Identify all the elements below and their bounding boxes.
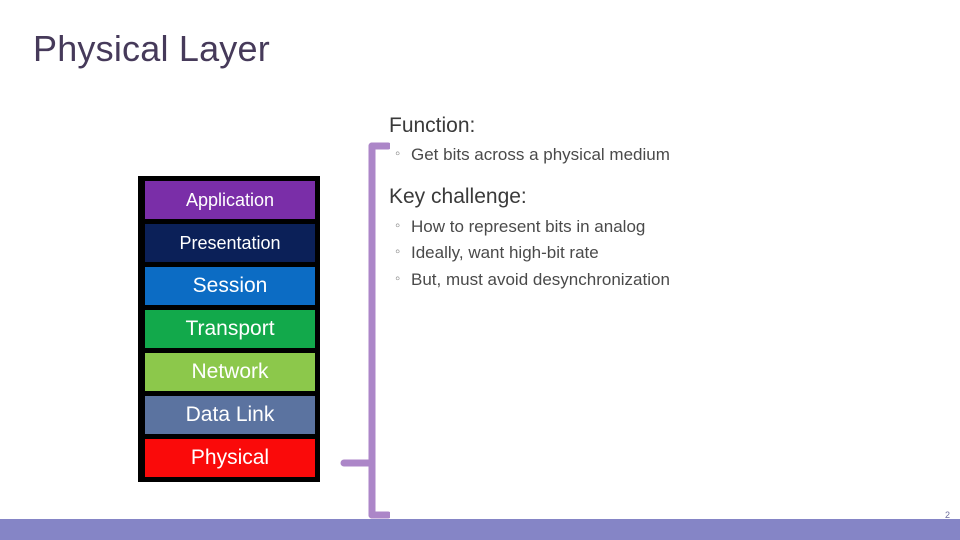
section-key-challenge: Key challenge: How to represent bits in … bbox=[389, 183, 934, 293]
osi-layer-presentation: Presentation bbox=[145, 224, 315, 262]
section-function: Function: Get bits across a physical med… bbox=[389, 112, 934, 169]
key-challenge-heading: Key challenge: bbox=[389, 184, 527, 208]
list-item: But, must avoid desynchronization bbox=[389, 267, 934, 293]
page-number: 2 bbox=[944, 510, 950, 520]
osi-layer-session: Session bbox=[145, 267, 315, 305]
key-challenge-bullet-list: How to represent bits in analog Ideally,… bbox=[389, 214, 934, 293]
osi-layer-data-link: Data Link bbox=[145, 396, 315, 434]
function-bullet-list: Get bits across a physical medium bbox=[389, 142, 934, 168]
list-item: Ideally, want high-bit rate bbox=[389, 240, 934, 266]
function-heading: Function: bbox=[389, 114, 476, 137]
osi-layer-physical: Physical bbox=[145, 439, 315, 477]
osi-layer-application: Application bbox=[145, 181, 315, 219]
list-item: Get bits across a physical medium bbox=[389, 142, 934, 168]
bracket-icon bbox=[340, 142, 392, 519]
osi-layer-transport: Transport bbox=[145, 310, 315, 348]
bracket-connector bbox=[330, 138, 392, 523]
list-item: How to represent bits in analog bbox=[389, 214, 934, 240]
osi-layer-network: Network bbox=[145, 353, 315, 391]
page-title: Physical Layer bbox=[33, 28, 270, 69]
body-text-block: Function: Get bits across a physical med… bbox=[389, 112, 934, 301]
footer-bar bbox=[0, 519, 960, 540]
